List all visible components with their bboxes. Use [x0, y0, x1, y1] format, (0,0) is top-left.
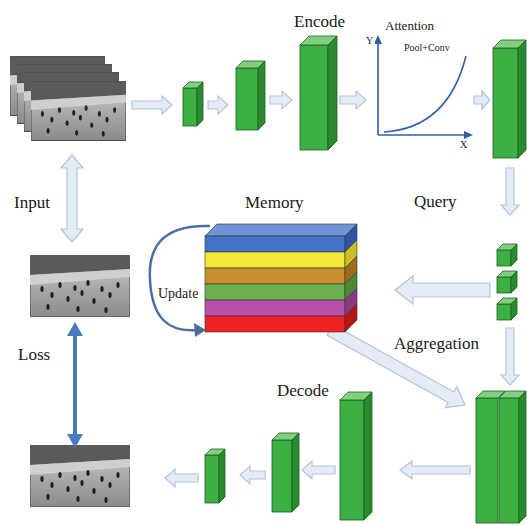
- axis-label: X: [458, 139, 469, 151]
- memory-slot: [205, 268, 345, 284]
- flow-arrow: [270, 91, 292, 109]
- query-cube: [497, 271, 517, 293]
- loss-arrow: [73, 334, 77, 436]
- memory-side: [345, 304, 357, 332]
- feature-block: [493, 40, 526, 158]
- update-head: [194, 323, 206, 337]
- flow-arrow: [165, 469, 198, 487]
- update-loop: [150, 226, 210, 330]
- attention-curve: [384, 56, 466, 132]
- stage-label: Decode: [275, 381, 331, 401]
- stage-label: Encode: [292, 12, 347, 32]
- reconstructed-frame: [30, 445, 130, 507]
- stage-label: Loss: [16, 345, 52, 365]
- memory-slot: [205, 236, 345, 252]
- plot-note: Pool+Conv: [402, 42, 452, 54]
- video-frame: [30, 255, 130, 317]
- block-face: [236, 68, 258, 130]
- flow-arrow: [474, 91, 490, 109]
- plot-title: Attention: [383, 19, 436, 34]
- block-face: [493, 48, 518, 158]
- loss-head: [67, 434, 83, 448]
- query-cube: [497, 244, 517, 266]
- stage-label: Input: [12, 193, 52, 213]
- axis-label: Y: [364, 35, 375, 47]
- y-axis: [377, 42, 379, 135]
- x-axis: [378, 134, 466, 136]
- memory-slot: [205, 252, 345, 268]
- feature-block: [183, 82, 203, 126]
- memory-slot: [205, 284, 345, 300]
- block-side: [328, 36, 337, 150]
- attention-plot: [374, 35, 473, 139]
- flow-arrow: [61, 155, 83, 242]
- stage-label: Query: [412, 192, 458, 212]
- block-side: [518, 40, 526, 158]
- feature-block: [300, 36, 337, 150]
- flow-arrow: [208, 96, 228, 114]
- block-face: [300, 45, 328, 150]
- memory-slot: [205, 300, 345, 316]
- feature-block: [205, 449, 225, 503]
- flow-arrow: [240, 466, 265, 484]
- loop-label: Update: [156, 286, 200, 302]
- feature-block: [499, 391, 526, 523]
- block-face: [183, 88, 197, 126]
- feature-block: [272, 433, 299, 512]
- memory-top: [205, 224, 357, 236]
- flow-arrow: [400, 461, 470, 479]
- block-side: [258, 61, 265, 130]
- query-cube: [497, 298, 517, 320]
- feature-block: [340, 392, 372, 520]
- flow-arrow: [132, 96, 172, 114]
- flow-arrow: [501, 328, 519, 385]
- memory-stack: [205, 224, 357, 332]
- flow-arrow: [340, 91, 366, 109]
- flow-arrow: [302, 461, 335, 479]
- axis-head: [464, 131, 473, 139]
- block-side: [197, 82, 203, 126]
- flow-arrow: [501, 168, 519, 215]
- flow-arrow: [395, 276, 490, 304]
- video-frame: [31, 82, 126, 141]
- feature-block: [236, 61, 265, 130]
- stage-label: Memory: [243, 193, 306, 213]
- memory-slot: [205, 316, 345, 332]
- stage-label: Aggregation: [392, 334, 481, 354]
- loss-head: [67, 322, 83, 336]
